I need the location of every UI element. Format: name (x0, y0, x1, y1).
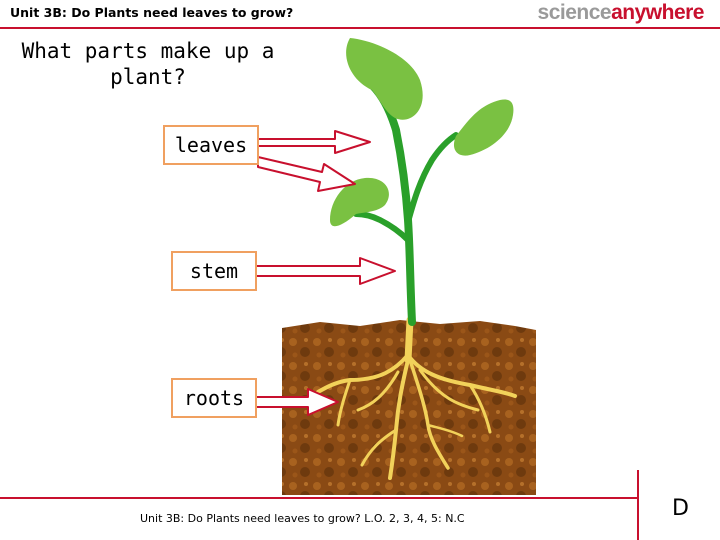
label-roots-text: roots (183, 386, 245, 410)
slide-header-title: Unit 3B: Do Plants need leaves to grow? (10, 5, 294, 20)
logo-part-science: science (537, 1, 612, 24)
arrow-to-upper-leaf-icon (257, 130, 371, 154)
label-stem-text: stem (189, 259, 239, 283)
roots-shape (316, 316, 517, 480)
label-roots: roots (171, 378, 257, 418)
question-text: What parts make up a plant? (21, 39, 275, 89)
logo-part-anywhere: anywhere (611, 1, 704, 24)
label-stem: stem (171, 251, 257, 291)
footer-vertical-divider (637, 470, 639, 540)
arrow-to-roots-icon (255, 388, 339, 416)
header-divider (0, 27, 720, 29)
footer-divider (0, 497, 638, 499)
arrow-to-stem-icon (255, 257, 396, 285)
leaf-shapes (330, 38, 514, 227)
soil-block (282, 320, 536, 495)
footer-letter: D (672, 496, 689, 521)
arrow-to-lower-leaf-icon (257, 156, 356, 192)
arrow-icons (255, 130, 396, 416)
label-leaves-text: leaves (174, 133, 248, 157)
label-leaves: leaves (163, 125, 259, 165)
science-anywhere-logo: scienceanywhere (537, 1, 705, 25)
footer-text: Unit 3B: Do Plants need leaves to grow? … (140, 512, 465, 525)
